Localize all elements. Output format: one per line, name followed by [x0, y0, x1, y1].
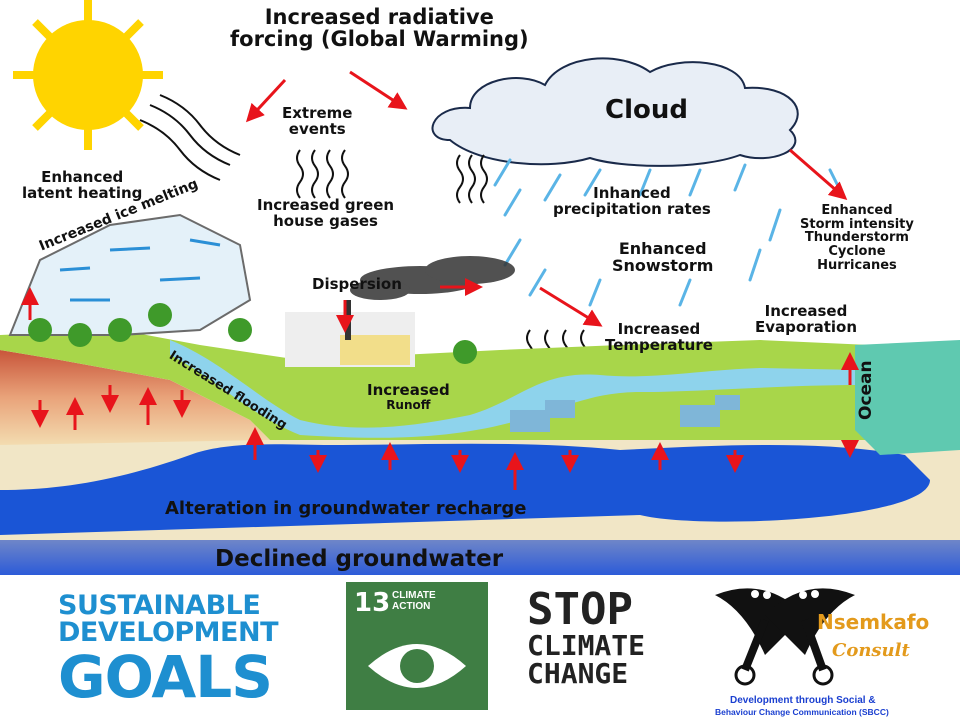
label-extreme-events: Extreme events	[282, 104, 353, 138]
label-runoff: Increased Runoff	[367, 381, 450, 412]
label-dispersion: Dispersion	[312, 275, 402, 293]
label-evaporation: Increased Evaporation	[755, 302, 858, 336]
climate-diagram-illustration	[0, 0, 960, 575]
label-latent-heating: Enhanced latent heating	[22, 168, 143, 202]
sdg-line-3: GOALS	[58, 643, 273, 711]
stop-line-1: STOP	[527, 584, 633, 635]
climate-number: 13	[354, 588, 391, 618]
sun-icon	[13, 0, 163, 150]
label-precipitation: Inhanced precipitation rates	[553, 184, 711, 218]
label-ocean: Ocean	[856, 360, 876, 420]
sdg-line-2: DEVELOPMENT	[58, 617, 279, 648]
label-recharge: Alteration in groundwater recharge	[165, 498, 527, 519]
nsemkafo-tagline-1: Development through Social &	[730, 695, 876, 706]
eye-globe-icon	[368, 644, 466, 688]
label-runoff-1: Increased	[367, 381, 450, 399]
nsemkafo-name: Nsemkafo	[817, 610, 930, 634]
sdg-logo: SUSTAINABLE DEVELOPMENT GOALS	[58, 590, 279, 711]
stop-line-3: CHANGE	[527, 657, 629, 690]
label-temperature: Increased Temperature	[605, 320, 713, 354]
nsemkafo-consult: Consult	[832, 640, 910, 661]
stop-line-2: CLIMATE	[527, 629, 646, 662]
crossed-blades-icon	[715, 588, 855, 686]
title: Increased radiative forcing (Global Warm…	[230, 6, 529, 50]
stop-climate-change-logo: STOP CLIMATE CHANGE	[527, 588, 645, 688]
cloud-shape	[431, 57, 799, 167]
label-runoff-2: Runoff	[386, 397, 431, 412]
label-snowstorm: Enhanced Snowstorm	[612, 239, 714, 275]
sdg-line-1: SUSTAINABLE	[58, 590, 261, 621]
nsemkafo-tagline-2: Behaviour Change Communication (SBCC)	[715, 707, 889, 717]
title-line-1: Increased radiative	[264, 5, 494, 29]
label-storm: Enhanced Storm intensity Thunderstorm Cy…	[800, 203, 914, 273]
title-line-2: forcing (Global Warming)	[230, 27, 529, 52]
nsemkafo-logo: Nsemkafo Consult Development through Soc…	[705, 580, 960, 720]
cloud-label: Cloud	[605, 95, 688, 125]
climate-text: CLIMATE ACTION	[392, 590, 436, 612]
label-declined: Declined groundwater	[215, 546, 504, 572]
label-greenhouse: Increased green house gases	[257, 196, 395, 230]
climate-action-logo: 13 CLIMATE ACTION	[346, 582, 488, 710]
